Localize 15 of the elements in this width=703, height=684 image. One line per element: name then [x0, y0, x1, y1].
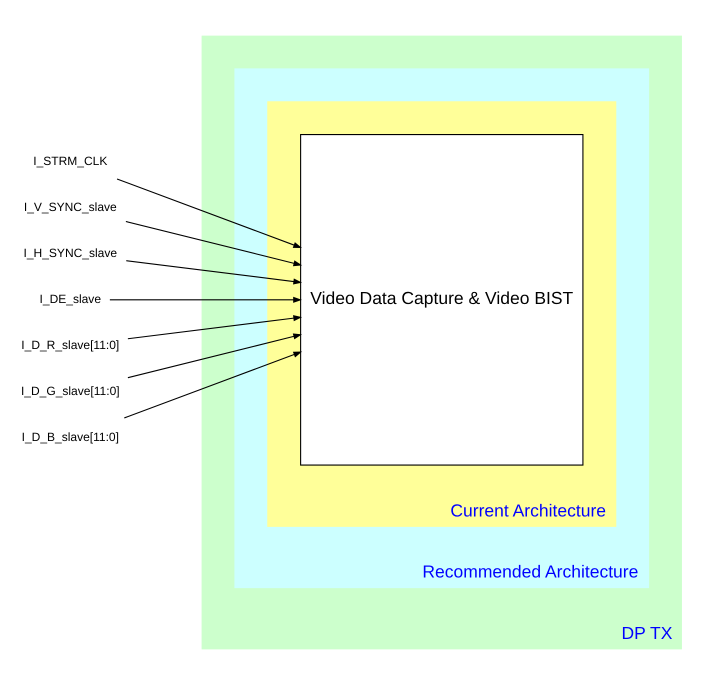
arrow	[110, 296, 302, 302]
arrow	[126, 260, 302, 284]
node-box: Video Data Capture & Video BIST	[300, 134, 584, 466]
arrow	[116, 178, 302, 248]
arrow	[126, 220, 302, 266]
node-text: I_DE_slave	[40, 291, 102, 306]
node-text: I_D_B_slave[11:0]	[22, 429, 119, 444]
arrow	[124, 351, 302, 418]
node-text: I_H_SYNC_slave	[24, 245, 118, 260]
arrow	[128, 332, 302, 378]
node-text: I_D_G_slave[11:0]	[20, 383, 120, 398]
node-text: I_D_R_slave[11:0]	[21, 337, 120, 352]
node-text: I_STRM_CLK	[33, 154, 108, 168]
node-text: I_V_SYNC_slave	[24, 199, 117, 214]
arrow	[128, 314, 302, 339]
